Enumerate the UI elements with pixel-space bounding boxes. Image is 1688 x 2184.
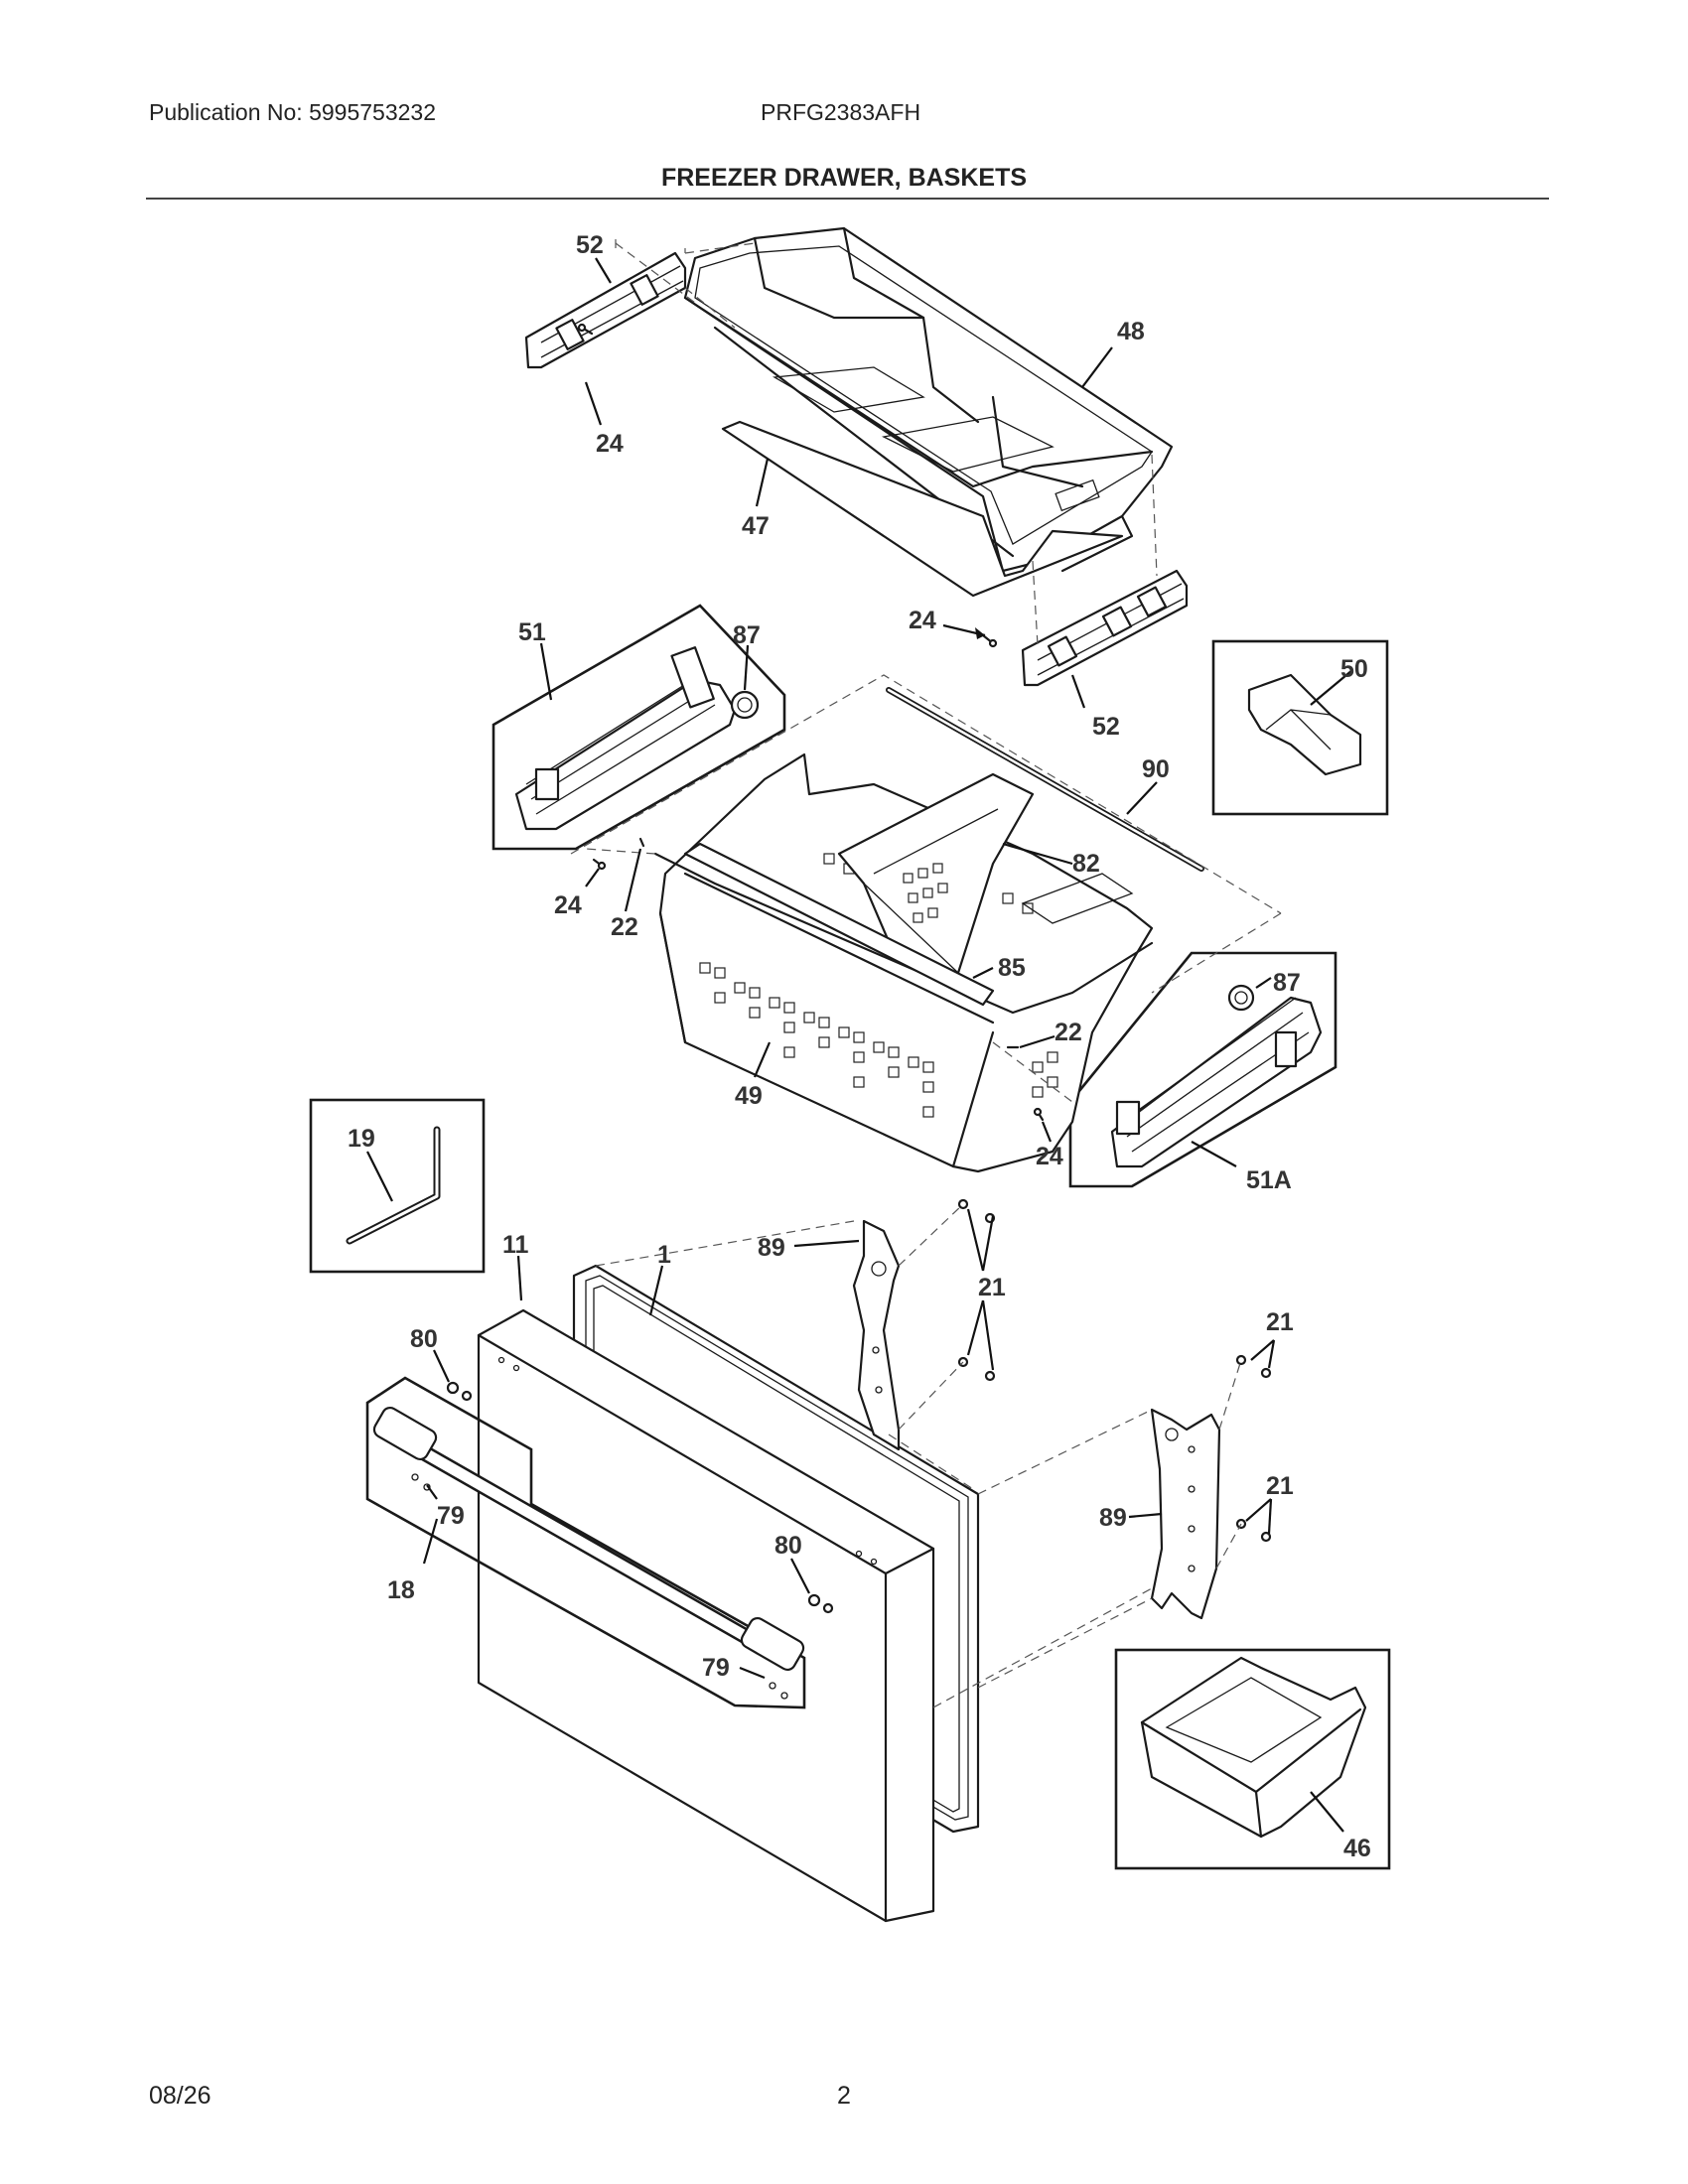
publication-number: Publication No: 5995753232 [149,99,437,125]
handle-18-box [365,1376,806,1709]
callout-48: 48 [1117,318,1145,345]
upper-slide-52-left [524,238,687,369]
model-number: PRFG2383AFH [761,99,921,125]
lower-dashes [570,674,1282,1103]
leader-lines [366,257,1353,1833]
bracket-89-lower [1150,1408,1221,1620]
footer-date: 08/26 [149,2082,211,2110]
handle-bar-85 [683,842,995,1007]
screw-24-upper-right [981,633,998,648]
callout-21-middle: 21 [1266,1308,1294,1336]
callout-52-right: 52 [1092,713,1120,741]
callout-80-lower: 80 [774,1532,802,1560]
callout-85: 85 [998,954,1026,982]
screw-24-upper-left [577,323,594,336]
bracket-89-upper [852,1219,901,1451]
callout-87-right: 87 [1273,969,1301,997]
upper-dashes [615,242,1158,646]
callout-21-lower: 21 [1266,1472,1294,1500]
divider-82 [837,772,1035,975]
right-slide-51a-box [1068,951,1337,1188]
callout-52-upper-left: 52 [576,231,604,259]
callout-46: 46 [1343,1835,1371,1862]
screw-80-upper [446,1381,473,1402]
callout-82: 82 [1072,850,1100,878]
callout-49: 49 [735,1082,763,1110]
callout-22-right: 22 [1055,1019,1082,1046]
hex-key-19-box [309,1098,486,1274]
screw-80-lower [807,1593,834,1614]
callout-24-left: 24 [554,891,582,919]
callout-1: 1 [657,1241,671,1269]
callout-47: 47 [742,512,770,540]
callout-90: 90 [1142,755,1170,783]
callout-21-upper: 21 [978,1274,1006,1301]
callout-19: 19 [348,1125,375,1153]
callout-24-upper-right: 24 [909,607,936,634]
upper-slide-52-right [1021,569,1189,687]
screw-24-right [1033,1107,1045,1122]
callout-89-lower: 89 [1099,1504,1127,1532]
callout-24-right: 24 [1036,1143,1063,1170]
callout-51a: 51A [1246,1166,1292,1194]
door-dashes [595,1203,1242,1708]
callout-11: 11 [502,1231,529,1259]
callout-79-right: 79 [702,1654,730,1682]
crisper-bin-46-box [1114,1648,1391,1870]
callout-24-upper-left: 24 [596,430,624,458]
callout-labels: 52 48 24 47 51 87 24 52 50 90 82 24 22 8… [348,231,1371,1862]
callout-79-left: 79 [437,1502,465,1530]
rod-90 [886,687,1204,872]
left-slide-51-box [492,604,786,851]
screw-24-left [592,858,607,871]
callout-89-upper: 89 [758,1234,785,1262]
callout-51: 51 [518,618,546,646]
pin-22-left [638,837,645,848]
basket-vent-grid [699,853,1058,1118]
callout-80-upper: 80 [410,1325,438,1353]
bin-pad-47 [721,420,1124,598]
callout-18: 18 [387,1576,415,1604]
header-divider [146,198,1549,200]
clip-50-box [1211,639,1389,816]
callout-50: 50 [1340,655,1368,683]
callout-87-left: 87 [733,621,761,649]
footer-page-number: 2 [837,2082,851,2110]
page-title: FREEZER DRAWER, BASKETS [660,164,1028,192]
callout-22-left: 22 [611,913,638,941]
